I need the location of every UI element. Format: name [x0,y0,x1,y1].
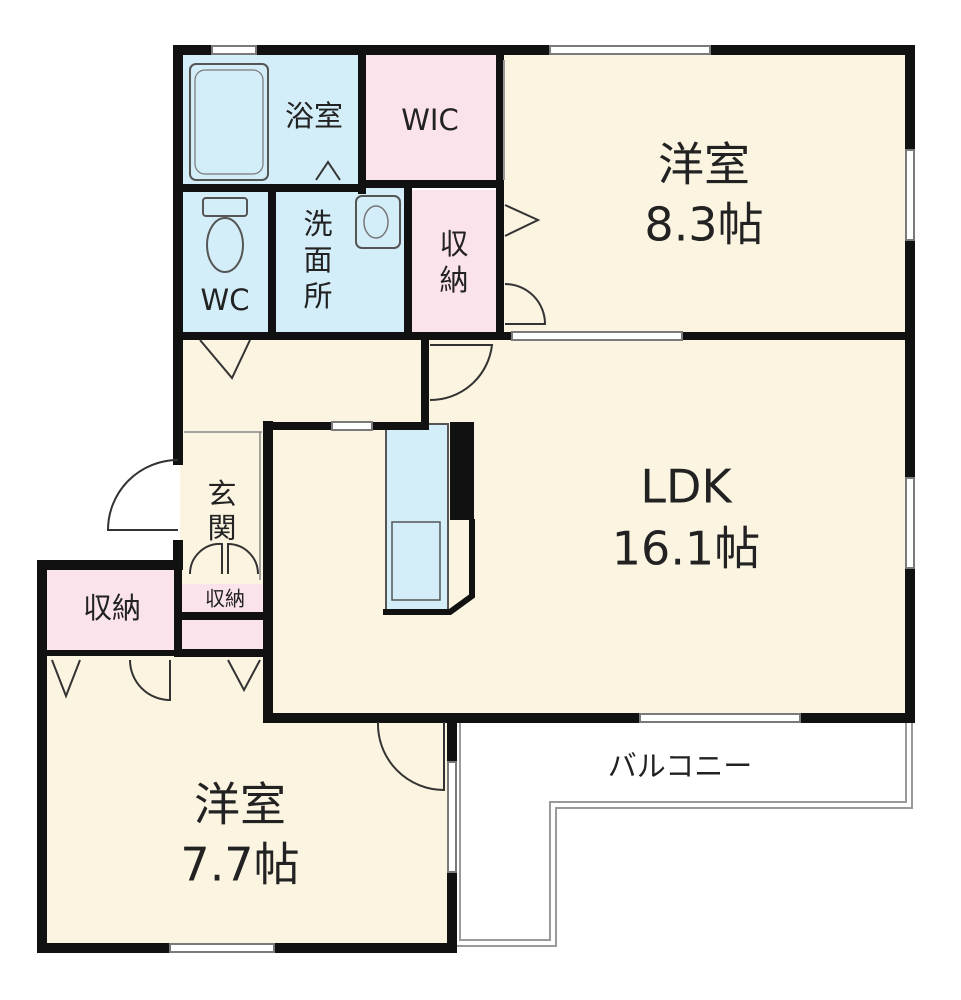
storage-1-label-1: 収 [439,227,468,261]
western-room-1-area [500,52,908,332]
bathroom-label: 浴室 [285,99,343,133]
storage-entrance-label: 収納 [205,587,245,611]
windows [169,45,915,953]
wic-label: WIC [401,103,458,137]
toilet-area [180,187,270,333]
bathtub [189,63,269,181]
hall-area [180,338,425,426]
storage-1-label-2: 納 [439,263,468,297]
toilet-bowl [206,217,244,273]
storage-west-door [51,659,81,699]
western-room-2-area [44,653,452,948]
room1-door [504,283,547,325]
room-fills [44,52,908,948]
washroom-label-2: 面 [303,243,332,277]
wash-basin-bowl [363,205,389,239]
western-room-2-label: 洋室 [194,778,286,832]
bath-door [315,160,341,181]
western-room-1-size: 8.3帖 [644,198,763,252]
western-room-1-label: 洋室 [658,138,750,192]
entrance-label-1: 玄 [207,477,236,511]
washroom-label-1: 洗 [303,207,332,241]
room1-closet-door [504,204,541,237]
doors [51,60,547,792]
balcony-label: バルコニー [608,749,752,783]
shoe-closet-door-2 [227,542,259,575]
room-labels: 洋室 8.3帖 LDK 16.1帖 洋室 7.7帖 浴室 WIC 洗 面 所 W… [83,99,764,892]
kitchen-sink [391,521,441,601]
wc-door [199,339,251,380]
kitchen-counter [385,423,449,611]
bathtub-inner [194,69,264,175]
storage-west-label: 収納 [83,591,141,625]
room2-door [376,721,445,792]
western-room-2-size: 7.7帖 [180,838,299,892]
shoe-closet-door [188,542,223,575]
storage-entrance-area [182,584,268,616]
fixtures [184,63,449,611]
entrance-door-swing [106,459,179,531]
wash-basin [355,195,401,249]
wic-area [362,52,500,182]
washroom-label-3: 所 [303,279,332,313]
storage-west-door-2 [129,659,171,702]
storage-west-area [44,565,180,653]
storage-entrance-door [227,659,261,693]
ldk-label: LDK [640,460,733,514]
ldk-size: 16.1帖 [612,522,760,576]
storage-entrance-2-area [182,620,268,653]
toilet-tank [202,197,248,217]
storage-1-area [408,190,500,332]
ldk-door [429,344,494,402]
entrance-label-2: 関 [207,511,236,545]
toilet-label: WC [201,283,250,317]
washroom-area [270,187,408,333]
